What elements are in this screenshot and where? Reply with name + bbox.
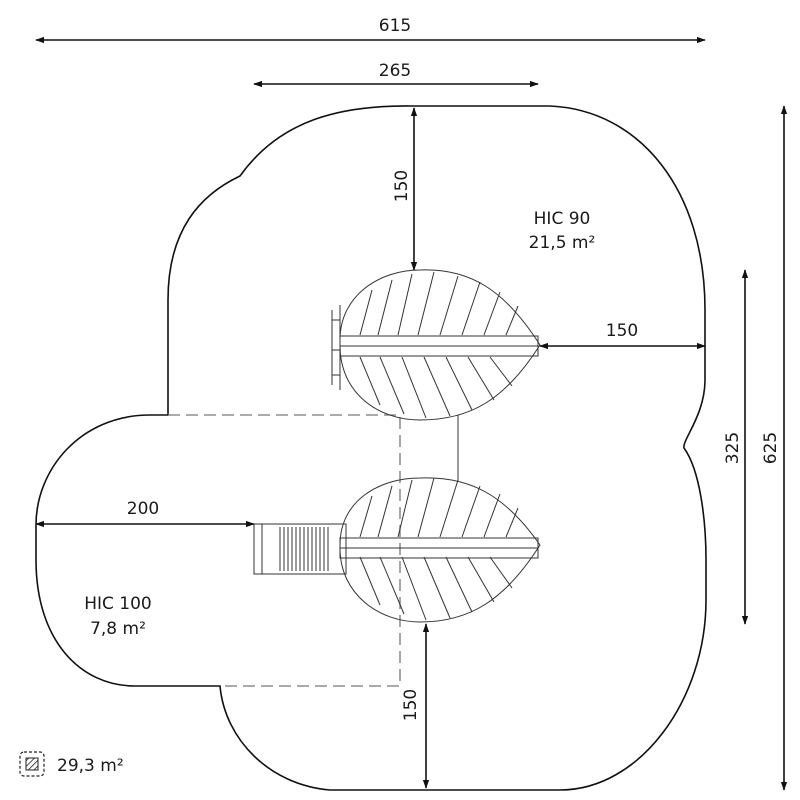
zone-upper-area: 21,5 m² [529, 233, 596, 253]
hatched-square-icon [19, 751, 45, 777]
dimension-label-right-clearance: 150 [606, 321, 638, 341]
legend-total-area: 29,3 m² [57, 756, 124, 776]
zone-lower-area: 7,8 m² [90, 619, 146, 639]
zone-upper-hic: HIC 90 [534, 209, 591, 229]
dimension-label-inner-width: 265 [379, 61, 411, 81]
zone-divider-dashed [168, 414, 401, 687]
lower-leaf-tower [339, 477, 541, 623]
upper-leaf-tower [331, 269, 541, 421]
safety-zone-outline [35, 105, 707, 791]
zone-lower-hic: HIC 100 [84, 594, 152, 614]
dimension-label-top-width: 615 [379, 16, 411, 36]
dimension-label-left-clearance: 200 [127, 499, 159, 519]
dimension-label-bottom-clearance: 150 [401, 689, 421, 721]
dimension-label-equipment-height: 325 [723, 432, 743, 464]
slide [253, 523, 347, 575]
dimension-label-top-clearance: 150 [392, 170, 412, 202]
dimension-label-total-height: 625 [761, 432, 781, 464]
